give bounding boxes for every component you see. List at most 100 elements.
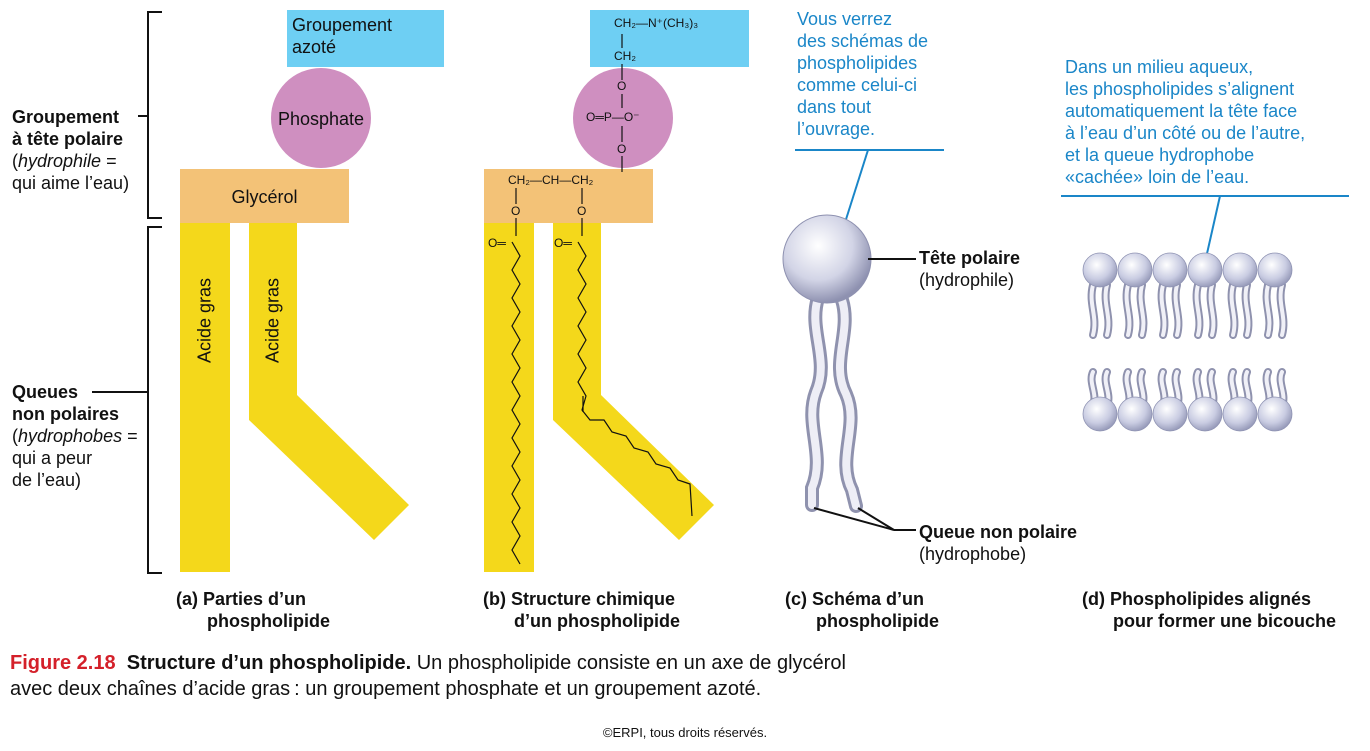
tails-italic: hydrophobes (18, 426, 123, 446)
head-label: Tête polaire (hydrophile) (919, 247, 1020, 291)
note-d-line: les phospholipides s’alignent (1065, 79, 1295, 99)
tails-line3: (hydrophobes = (12, 426, 138, 446)
chem-o3: O (511, 204, 521, 218)
tails-line4: qui a peur (12, 448, 93, 468)
chem-co1: O═ (488, 236, 506, 250)
polar-head-line1: Groupement (12, 107, 120, 127)
tails-line1: Queues (12, 382, 79, 402)
bilayer-tail-highlight (1278, 283, 1286, 337)
caption-d: (d) Phospholipides alignés pour former u… (1082, 588, 1336, 632)
note-c-line: dans tout (797, 97, 872, 117)
bilayer-tail-highlight (1194, 283, 1202, 337)
note-d-pointer (1205, 195, 1221, 259)
tail-label-sub: (hydrophobe) (919, 544, 1027, 564)
bracket-head (138, 11, 162, 219)
bilayer-tail-highlight (1124, 283, 1132, 337)
bracket-tails (92, 226, 162, 574)
bilayer-head (1257, 252, 1293, 288)
bilayer-head (1152, 252, 1188, 288)
bilayer-tail-highlight (1208, 283, 1216, 337)
fatty-acid-tail-1 (180, 223, 230, 572)
caption-b-line2: d’un phospholipide (514, 611, 680, 631)
note-d-line: et la queue hydrophobe (1065, 145, 1255, 165)
polar-head-line2: à tête polaire (12, 129, 124, 149)
nitrogen-group-box (287, 10, 444, 67)
figure-caption: Figure 2.18 Structure d’un phospholipide… (10, 650, 846, 702)
polar-head-rest: = (101, 151, 117, 171)
phosphate-circle-b (573, 68, 673, 168)
tail-label: Queue non polaire (hydrophobe) (919, 521, 1077, 565)
bilayer-tail-highlight (1159, 283, 1167, 337)
polar-head-italic: hydrophile (18, 151, 102, 171)
polar-head-label: Groupement à tête polaire (hydrophile = … (12, 106, 152, 194)
head-label-sub: (hydrophile) (919, 270, 1015, 290)
figure-number: Figure 2.18 (10, 652, 116, 674)
bilayer-tail-highlight (1264, 283, 1272, 337)
note-c-line: des schémas de (797, 31, 929, 51)
phosphate-label: Phosphate (277, 109, 365, 129)
fatty-acid-label-2: Acide gras (262, 277, 283, 364)
chem-o4: O (577, 204, 587, 218)
fatty-acid-tail-b2 (553, 223, 714, 540)
polar-head-line3: (hydrophile = (12, 151, 117, 171)
tails-line5: de l’eau) (12, 470, 82, 490)
nitrogen-line2: azoté (292, 37, 337, 57)
figure-caption-line2: avec deux chaînes d’acide gras : un grou… (10, 678, 762, 700)
schematic-head (782, 214, 872, 304)
tails-rest: = (122, 426, 138, 446)
tail-label-title: Queue non polaire (919, 522, 1078, 542)
caption-a: (a) Parties d’un phospholipide (176, 588, 330, 632)
note-c-line: phospholipides (797, 53, 918, 73)
bilayer-head (1222, 396, 1258, 432)
bilayer-head (1152, 396, 1188, 432)
tail-pointer (813, 507, 916, 531)
caption-c-line2: phospholipide (816, 611, 939, 631)
note-d: Dans un milieu aqueux, les phospholipide… (1065, 56, 1305, 188)
chem-o2: O (617, 142, 627, 156)
figure-caption-line1: Figure 2.18 Structure d’un phospholipide… (10, 650, 846, 676)
chem-o1: O (617, 79, 627, 93)
bilayer (1082, 252, 1293, 432)
bilayer-head (1117, 396, 1153, 432)
copyright: ©ERPI, tous droits réservés. (602, 725, 768, 740)
note-d-line: Dans un milieu aqueux, (1065, 57, 1254, 77)
chem-co2: O═ (554, 236, 572, 250)
glycerol-box-b (484, 169, 653, 223)
figure-text1: Un phospholipide consiste en un axe de g… (411, 652, 846, 674)
caption-b: (b) Structure chimique d’un phospholipid… (483, 588, 680, 632)
bilayer-tail-highlight (1229, 283, 1237, 337)
chain-1 (511, 241, 521, 565)
caption-d-line2: pour former une bicouche (1113, 611, 1337, 631)
caption-d-line1: (d) Phospholipides alignés (1082, 589, 1312, 609)
nitrogen-group-box-b (590, 10, 749, 67)
chem-ch2: CH₂ (614, 49, 636, 63)
note-d-line: automatiquement la tête face (1065, 101, 1298, 121)
bilayer-head (1117, 252, 1153, 288)
note-c-pointer (841, 149, 869, 233)
note-d-line: à l’eau d’un côté ou de l’autre, (1065, 123, 1306, 143)
tails-line2: non polaires (12, 404, 120, 424)
bilayer-tail-highlight (1243, 283, 1251, 337)
chem-top: CH₂—N⁺(CH₃)₃ (614, 16, 699, 30)
bilayer-tail-highlight (1173, 283, 1181, 337)
caption-c: (c) Schéma d’un phospholipide (785, 588, 939, 632)
bilayer-tail-highlight (1138, 283, 1146, 337)
glycerol-box (180, 169, 349, 223)
polar-head-line4: qui aime l’eau) (12, 173, 130, 193)
caption-a-line2: phospholipide (207, 611, 330, 631)
glycerol-label: Glycérol (231, 187, 298, 207)
chain-2 (577, 241, 693, 517)
phosphate-circle (271, 68, 371, 168)
bilayer-tail-highlight (1089, 283, 1097, 337)
fatty-acid-tail-2 (249, 223, 409, 540)
schematic-tails (805, 291, 863, 513)
chem-bonds (515, 34, 623, 236)
caption-a-line1: (a) Parties d’un (176, 589, 307, 609)
tails-label: Queues non polaires (hydrophobes = qui a… (12, 381, 152, 491)
fatty-acid-label-1: Acide gras (194, 277, 215, 364)
figure-title: Structure d’un phospholipide. (126, 652, 412, 674)
bilayer-head (1257, 396, 1293, 432)
nitrogen-group-label: Groupement azoté (292, 14, 392, 58)
caption-c-line1: (c) Schéma d’un (785, 589, 925, 609)
